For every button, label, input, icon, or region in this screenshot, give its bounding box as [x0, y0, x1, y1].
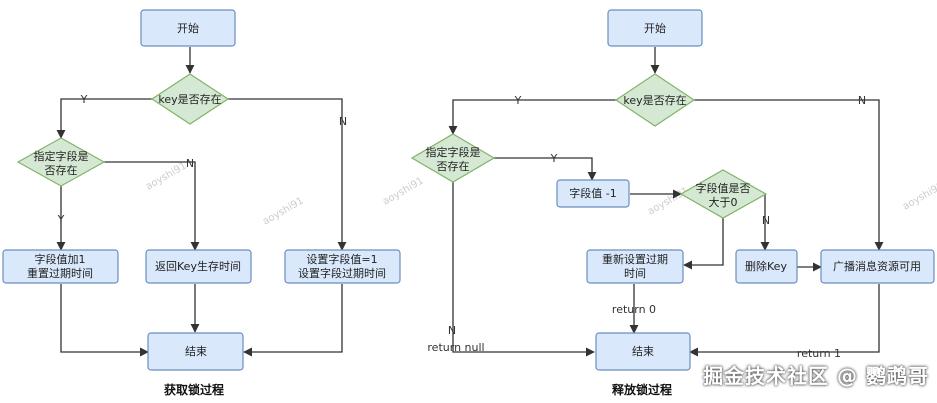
- edge-label-n2: N: [186, 157, 194, 170]
- acquire-lock-caption: 获取锁过程: [163, 382, 224, 397]
- edge-r-broadcast-to-end: [689, 284, 880, 357]
- edge-label-n1: N: [339, 115, 347, 128]
- node-decision-field-label-2: 否存在: [45, 163, 78, 177]
- edge-r-field-no: [452, 182, 595, 357]
- node-r-decrement-label: 字段值 -1: [569, 186, 616, 200]
- edge-r-label-y2: Y: [550, 152, 558, 165]
- node-r-decision-gt0: [679, 169, 768, 219]
- node-return-ttl-label: 返回Key生存时间: [155, 259, 241, 273]
- node-return-ttl: [145, 249, 252, 284]
- faint-watermark-5: aoyshi91: [901, 180, 937, 212]
- node-r-decrement: [556, 179, 630, 208]
- edge-r-label-n1: N: [858, 94, 866, 107]
- node-r-decision-key-label: key是否存在: [623, 93, 686, 107]
- node-increment: [2, 249, 119, 284]
- node-start: [140, 9, 236, 47]
- node-increment-label-1: 字段值加1: [35, 252, 86, 266]
- node-r-reset-expire-label-2: 时间: [624, 267, 646, 280]
- acquire-lock-flowchart: Y N N Y 开始 key是否存在 指定字段是 否存在 字段值加1 重置过期时…: [2, 9, 401, 397]
- node-r-delete-key: [735, 249, 798, 284]
- node-r-broadcast: [820, 249, 935, 284]
- node-set-field: [284, 249, 401, 284]
- node-r-end: [595, 332, 691, 371]
- edge-r-label-return-1: return 1: [797, 347, 841, 360]
- edge-label-y1: Y: [80, 93, 88, 106]
- edge-inc-to-end: [60, 284, 149, 357]
- node-end: [147, 332, 244, 371]
- faint-watermark-3: aoyshi91: [381, 175, 426, 207]
- faint-watermark-4: aoyshi91: [646, 185, 691, 217]
- node-decision-key-label: key是否存在: [158, 92, 221, 106]
- release-lock-caption: 释放锁过程: [612, 382, 672, 397]
- edge-r-key-yes: [448, 99, 617, 135]
- node-r-end-label: 结束: [632, 345, 654, 358]
- node-r-delete-key-label: 删除Key: [745, 259, 787, 273]
- node-r-decision-key-exists: [614, 73, 696, 127]
- node-decision-field-label-1: 指定字段是: [34, 149, 89, 163]
- node-r-decision-field-label-1: 指定字段是: [426, 145, 481, 159]
- edge-r-label-y1: Y: [514, 94, 522, 107]
- faint-watermarks: aoyshi91 aoyshi91 aoyshi91 aoyshi91 aoys…: [144, 160, 937, 227]
- node-r-reset-expire: [586, 249, 684, 284]
- edge-r-label-n3: N: [762, 214, 770, 227]
- node-r-start-label: 开始: [644, 21, 666, 35]
- node-end-label: 结束: [185, 345, 207, 358]
- node-r-broadcast-label: 广播消息资源可用: [833, 259, 921, 273]
- node-decision-key-exists: [150, 73, 230, 125]
- faint-watermark-2: aoyshi91: [261, 195, 306, 227]
- edge-set-to-end: [243, 284, 343, 357]
- edge-r-key-no: [694, 99, 884, 251]
- edge-label-y2: Y: [57, 213, 65, 226]
- edge-r-field-yes: [494, 157, 597, 181]
- node-r-reset-expire-label-1: 重新设置过期: [602, 252, 668, 266]
- node-set-field-label-1: 设置字段值=1: [306, 252, 377, 266]
- edge-r-label-n2: N: [448, 324, 456, 337]
- faint-watermark-1: aoyshi91: [144, 160, 189, 192]
- node-r-decision-gt0-label-1: 字段值是否: [696, 181, 751, 195]
- juejin-watermark: 掘金技术社区 @ 鹦鹉哥: [703, 364, 929, 388]
- edge-r-label-return-null: return null: [427, 341, 484, 354]
- node-start-label: 开始: [177, 21, 199, 35]
- node-r-decision-field-label-2: 否存在: [437, 159, 470, 173]
- node-r-decision-field-exists: [410, 133, 496, 183]
- node-decision-field-exists: [16, 137, 106, 187]
- edge-key-yes: [56, 98, 153, 139]
- node-increment-label-2: 重置过期时间: [27, 266, 93, 280]
- edge-r-gt0-yes: [683, 218, 724, 270]
- node-r-start: [607, 9, 703, 47]
- node-set-field-label-2: 设置字段过期时间: [298, 266, 386, 280]
- edge-key-no: [227, 98, 347, 251]
- release-lock-flowchart: Y N Y N N return null return 0 return 1 …: [410, 9, 935, 397]
- edge-field-no: [104, 161, 200, 251]
- node-r-decision-gt0-label-2: 大于0: [709, 195, 738, 209]
- edge-r-label-return-0: return 0: [612, 303, 656, 316]
